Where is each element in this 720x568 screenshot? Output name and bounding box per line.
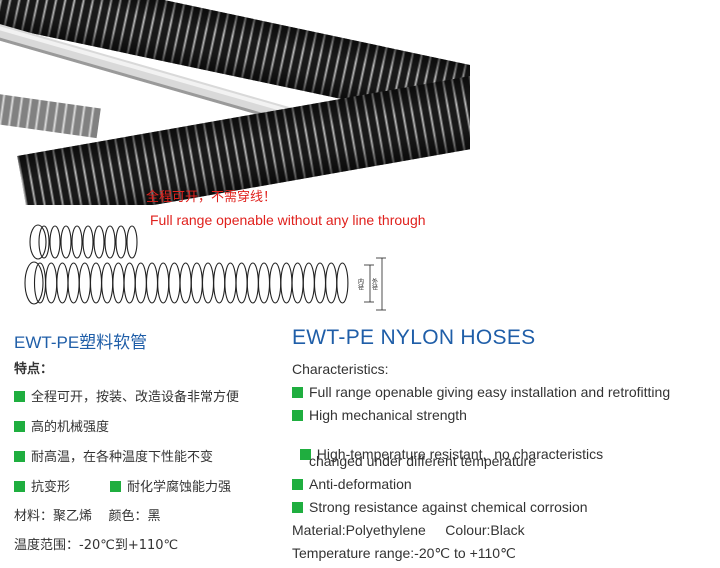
coil-ring [190, 262, 203, 304]
product-photo [0, 0, 543, 227]
coil-ring [213, 262, 226, 304]
coil-ring [313, 262, 327, 304]
openable-note-en: Full range openable without any line thr… [150, 212, 426, 228]
green-bullet-icon [292, 479, 303, 490]
coil-ring [246, 262, 259, 304]
green-bullet-icon [14, 481, 25, 492]
en-feature-item: Anti-deformation [292, 476, 412, 492]
green-bullet-icon [14, 421, 25, 432]
green-bullet-icon [14, 391, 25, 402]
coil-ring [49, 225, 61, 259]
coil-ring [33, 262, 47, 304]
cn-feature-item: 耐高温，在各种温度下性能不变 [14, 446, 213, 465]
coil-ring [93, 225, 105, 259]
en-feature-continuation: changed under different temperature [309, 453, 537, 469]
coil-ring [115, 225, 127, 259]
outer-diameter-label: 外径 [371, 277, 378, 290]
en-temperature-line: Temperature range:-20℃ to +110℃ [292, 545, 516, 561]
cn-feature-item: 抗变形 [14, 476, 70, 495]
coil-ring [67, 262, 80, 304]
green-bullet-icon [292, 387, 303, 398]
hose-line-diagram: 内径 外径 [22, 220, 392, 325]
coil-ring [56, 262, 69, 304]
coil-ring [325, 262, 338, 304]
coil-ring [291, 262, 304, 304]
coil-ring [201, 262, 215, 304]
en-feature-item: High-temperature resistant, no character… [292, 430, 603, 462]
en-feature-item: Full range openable giving easy installa… [292, 384, 670, 400]
en-feature-item: Strong resistance against chemical corro… [292, 499, 588, 515]
green-bullet-icon [299, 449, 311, 460]
coil-ring [302, 262, 315, 304]
coil-ring [224, 262, 237, 304]
coil-ring [38, 225, 50, 259]
cn-feature-item: 耐化学腐蚀能力强 [110, 476, 231, 495]
coil-ring [126, 225, 138, 259]
coil-ring [45, 262, 58, 304]
coil-ring [157, 262, 170, 304]
en-feature-item: High mechanical strength [292, 407, 467, 423]
coil-ring [112, 262, 125, 304]
coil-ring [60, 225, 72, 259]
coil-ring [179, 262, 192, 304]
openable-note-cn: 全程可开，不需穿线！ [146, 189, 277, 204]
green-bullet-icon [292, 502, 303, 513]
coil-ring [336, 262, 349, 304]
cn-feature-item: 高的机械强度 [14, 416, 109, 435]
coil-ring [235, 262, 248, 304]
inner-diameter-label: 内径 [357, 277, 364, 290]
cn-temperature-line: 温度范围：-20℃到+110℃ [14, 538, 179, 553]
coil-ring [123, 262, 136, 304]
coil-ring [257, 262, 271, 304]
coil-ring [145, 262, 159, 304]
coil-ring [280, 262, 293, 304]
cn-title: EWT-PE塑料软管 [14, 333, 148, 352]
en-title: EWT-PE NYLON HOSES [292, 326, 536, 349]
coil-ring [104, 225, 116, 259]
coil-ring [89, 262, 103, 304]
coil-ring [134, 262, 147, 304]
en-material-line: Material:Polyethylene Colour:Black [292, 522, 525, 538]
coil-end [29, 224, 47, 260]
green-bullet-icon [14, 451, 25, 462]
coil-ring [78, 262, 91, 304]
cn-material-line: 材料：聚乙烯 颜色：黑 [14, 509, 161, 524]
en-characteristics-label: Characteristics: [292, 361, 389, 377]
coil-end [24, 261, 44, 305]
green-bullet-icon [292, 410, 303, 421]
coil-ring [101, 262, 114, 304]
coil-ring [71, 225, 83, 259]
cn-characteristics-label: 特点： [14, 362, 54, 377]
coil-ring [269, 262, 282, 304]
coil-ring [82, 225, 94, 259]
cn-feature-item: 全程可开，按装、改造设备非常方便 [14, 386, 239, 405]
coil-ring [168, 262, 181, 304]
green-bullet-icon [110, 481, 121, 492]
